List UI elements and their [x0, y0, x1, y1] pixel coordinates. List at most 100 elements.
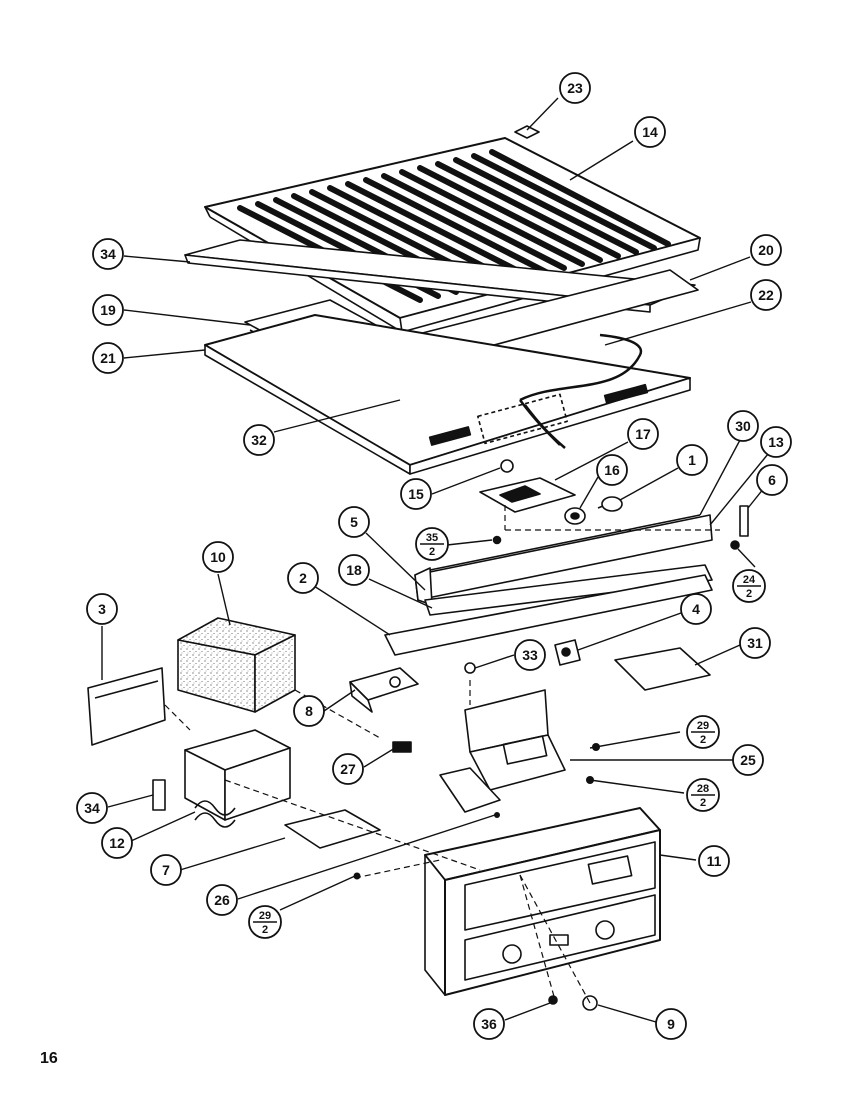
callout-27: 27	[332, 753, 364, 785]
foam-block	[177, 617, 296, 713]
callout-34-lower: 34	[76, 792, 108, 824]
callout-label: 8	[305, 703, 313, 719]
screw-36	[548, 995, 558, 1005]
callout-numerator: 29	[697, 720, 709, 732]
callout-numerator: 35	[426, 532, 438, 544]
callout-33: 33	[514, 639, 546, 671]
callouts: 23 14 34 20 22 19 21 32 17 30 13 1 16 15…	[76, 72, 792, 1040]
callout-numerator: 28	[697, 783, 709, 795]
damper-block	[284, 809, 381, 849]
clip-6	[739, 505, 749, 537]
callout-16: 16	[596, 454, 628, 486]
callout-1: 1	[676, 444, 708, 476]
callout-10: 10	[202, 541, 234, 573]
callout-9: 9	[655, 1008, 687, 1040]
callout-denominator: 2	[700, 734, 706, 746]
damper-housing	[184, 729, 291, 828]
plate-3	[87, 667, 166, 746]
callout-17: 17	[627, 418, 659, 450]
callout-label: 10	[210, 549, 226, 565]
callout-20: 20	[750, 234, 782, 266]
callout-18: 18	[338, 554, 370, 586]
callout-34-upper: 34	[92, 238, 124, 270]
callout-3: 3	[86, 593, 118, 625]
callout-numerator: 29	[259, 910, 271, 922]
callout-label: 12	[109, 835, 125, 851]
page-number: 16	[40, 1050, 58, 1067]
callout-6: 6	[756, 464, 788, 496]
mullion-trim	[384, 574, 713, 656]
callout-8: 8	[293, 695, 325, 727]
callout-label: 34	[84, 800, 100, 816]
mullion	[424, 564, 713, 616]
callout-label: 18	[346, 562, 362, 578]
callout-label: 25	[740, 752, 756, 768]
shelf-clip	[514, 125, 540, 139]
callout-label: 36	[481, 1016, 497, 1032]
callout-label: 32	[251, 432, 267, 448]
callout-5: 5	[338, 506, 370, 538]
callout-22: 22	[750, 279, 782, 311]
callout-15: 15	[400, 478, 432, 510]
callout-label: 3	[98, 601, 106, 617]
clamp-4	[554, 639, 581, 666]
lower-tray	[204, 314, 691, 475]
callout-label: 19	[100, 302, 116, 318]
callout-label: 6	[768, 472, 776, 488]
callout-numerator: 24	[743, 574, 756, 586]
callout-7: 7	[150, 854, 182, 886]
callout-label: 4	[692, 601, 700, 617]
plate-26	[439, 767, 501, 813]
callout-14: 14	[634, 116, 666, 148]
callout-denominator: 2	[429, 546, 435, 558]
callout-29-2-right: 29 2	[686, 715, 720, 749]
mounting-bracket	[479, 477, 576, 513]
callout-label: 33	[522, 647, 538, 663]
callout-label: 14	[642, 124, 658, 140]
callout-4: 4	[680, 593, 712, 625]
lamp-socket	[564, 507, 586, 525]
callout-label: 5	[350, 514, 358, 530]
callout-label: 31	[747, 635, 763, 651]
callout-35-2: 35 2	[415, 527, 449, 561]
callout-label: 1	[688, 452, 696, 468]
callout-19: 19	[92, 294, 124, 326]
light-bulb	[597, 496, 623, 512]
callout-28-2: 28 2	[686, 778, 720, 812]
callout-label: 26	[214, 892, 230, 908]
callout-denominator: 2	[262, 924, 268, 936]
screw-35	[492, 535, 502, 545]
callout-11: 11	[698, 845, 730, 877]
callout-label: 22	[758, 287, 774, 303]
callout-label: 2	[299, 570, 307, 586]
switch-27	[392, 741, 412, 753]
callout-25: 25	[732, 744, 764, 776]
callout-label: 7	[162, 862, 170, 878]
callout-23: 23	[559, 72, 591, 104]
shelf-frame	[184, 239, 696, 313]
callout-label: 27	[340, 761, 356, 777]
callout-31: 31	[739, 627, 771, 659]
screw-24	[730, 540, 740, 550]
clip-34	[152, 779, 166, 811]
callout-label: 17	[635, 426, 651, 442]
callout-36: 36	[473, 1008, 505, 1040]
nut-33	[464, 662, 476, 674]
callout-denominator: 2	[746, 588, 752, 600]
thermostat	[349, 667, 419, 713]
callout-label: 20	[758, 242, 774, 258]
callout-label: 13	[768, 434, 784, 450]
callout-24-2: 24 2	[732, 569, 766, 603]
callout-label: 16	[604, 462, 620, 478]
callout-29-2-left: 29 2	[248, 905, 282, 939]
callout-12: 12	[101, 827, 133, 859]
cover-plate	[614, 647, 711, 691]
callout-denominator: 2	[700, 797, 706, 809]
callout-13: 13	[760, 426, 792, 458]
callout-label: 9	[667, 1016, 675, 1032]
callout-21: 21	[92, 342, 124, 374]
callout-label: 23	[567, 80, 583, 96]
callout-30: 30	[727, 410, 759, 442]
nut	[500, 459, 514, 473]
